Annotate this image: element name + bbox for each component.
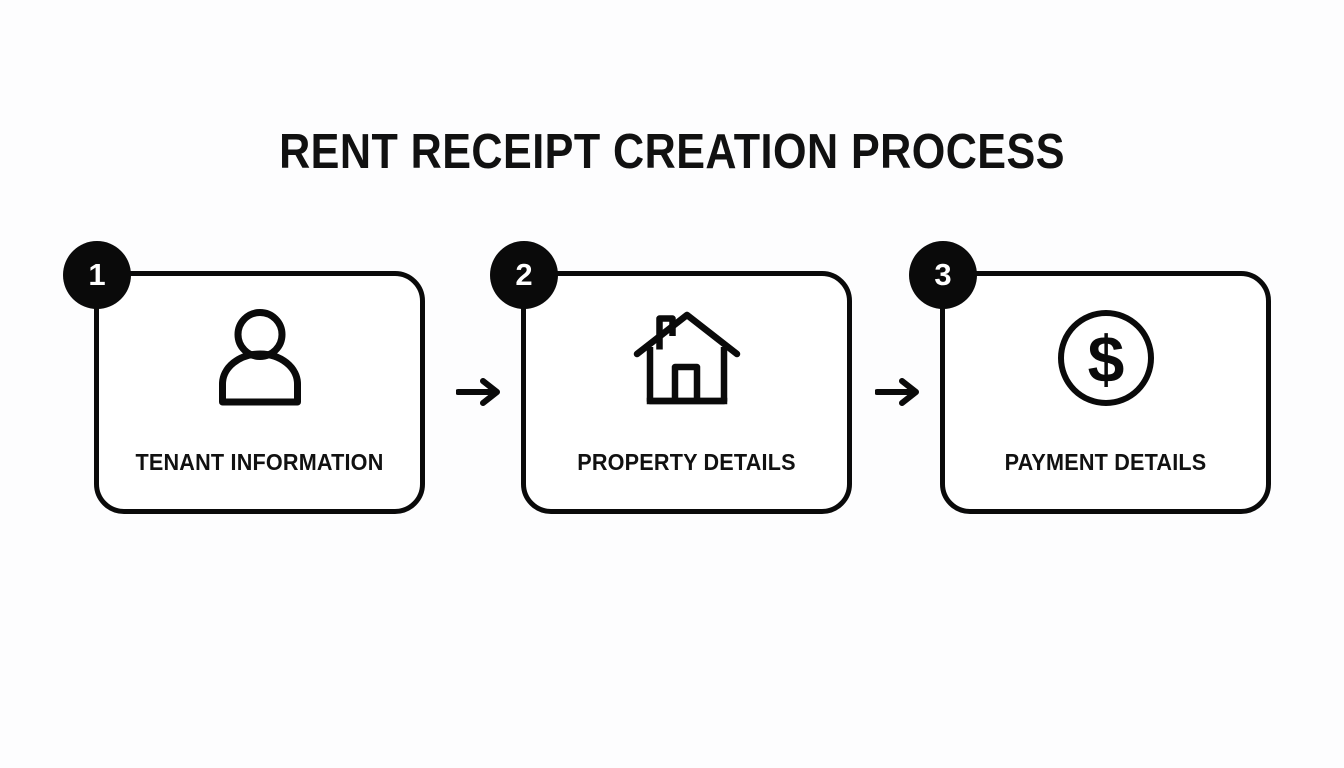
step-label: PROPERTY DETAILS xyxy=(577,449,796,475)
step-label: TENANT INFORMATION xyxy=(135,449,384,475)
process-flow-diagram: 1 TENANT INFORMATION 2 xyxy=(0,241,1344,523)
step-card-property-details[interactable]: 2 PROPERTY DETAILS xyxy=(490,241,852,514)
page-title: RENT RECEIPT CREATION PROCESS xyxy=(279,125,1065,179)
arrow-right-icon xyxy=(455,374,507,410)
step-card-tenant-information[interactable]: 1 TENANT INFORMATION xyxy=(63,241,425,514)
step-number-badge: 3 xyxy=(909,241,977,309)
person-icon xyxy=(99,304,420,412)
step-card-payment-details[interactable]: 3 $ PAYMENT DETAILS xyxy=(909,241,1271,514)
svg-text:$: $ xyxy=(1087,322,1124,396)
dollar-circle-icon: $ xyxy=(945,304,1266,412)
house-icon xyxy=(526,304,847,412)
arrow-right-icon xyxy=(874,374,926,410)
step-number-badge: 1 xyxy=(63,241,131,309)
step-number-badge: 2 xyxy=(490,241,558,309)
step-label: PAYMENT DETAILS xyxy=(1004,449,1207,475)
